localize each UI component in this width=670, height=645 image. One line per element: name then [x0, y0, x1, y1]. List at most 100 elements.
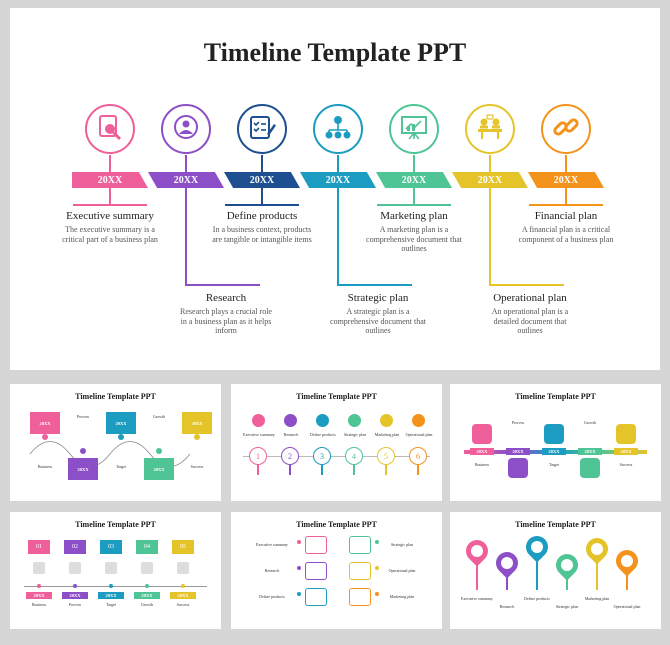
step-pin — [385, 465, 387, 475]
timeline-dot — [375, 566, 379, 570]
year-card — [305, 562, 327, 580]
step-title: Strategic plan — [347, 292, 409, 304]
timeline-dot — [375, 592, 379, 596]
circle-connector — [489, 155, 491, 172]
icon-tile — [616, 424, 636, 444]
year-tag: 20XX — [578, 448, 602, 455]
thumb-label: Operational plan — [613, 604, 641, 609]
checklist-icon — [247, 112, 277, 146]
step-caption: Define products In a business context, pr… — [212, 210, 312, 244]
icon-tile — [580, 458, 600, 478]
year-tag: 20XX — [144, 458, 174, 480]
step-number: 01 — [28, 540, 50, 554]
step-description: The executive summary is a critical part… — [62, 225, 158, 244]
step-circle-3[interactable] — [237, 104, 287, 154]
timeline-dot — [109, 584, 113, 588]
icon-dot — [316, 414, 329, 427]
pin-center — [501, 557, 513, 569]
step-description: A strategic plan is a comprehensive docu… — [330, 307, 426, 335]
circle-connector — [109, 155, 111, 172]
step-number: 02 — [64, 540, 86, 554]
wave-line — [29, 441, 191, 467]
thumb-label: Strategic plan — [555, 604, 579, 609]
thumb-label: Define products — [524, 596, 550, 601]
thumb-label: Executive summary — [243, 432, 275, 437]
step-connector-line — [185, 188, 187, 286]
chain-link-icon — [551, 112, 581, 146]
step-title: Operational plan — [493, 292, 567, 304]
step-circle-1[interactable] — [85, 104, 135, 154]
year-band-2: 20XX — [148, 172, 224, 188]
step-title: Define products — [226, 210, 298, 222]
thumb-label: Marketing plan — [389, 594, 415, 599]
step-number: 1 — [249, 447, 267, 465]
step-description: Research plays a crucial role in a busin… — [180, 307, 272, 335]
icon-dot — [252, 414, 265, 427]
year-tag: 20XX — [30, 412, 60, 434]
step-title: Research — [205, 292, 247, 304]
year-tag: 20XX — [542, 448, 566, 455]
circle-connector — [261, 155, 263, 172]
thumb-label: Success — [190, 464, 204, 469]
pin-center — [621, 555, 633, 567]
year-card — [305, 536, 327, 554]
step-circle-6[interactable] — [465, 104, 515, 154]
icon-dot — [284, 414, 297, 427]
main-slide-preview[interactable]: Timeline Template PPT 20XX Executive summ… — [10, 8, 660, 370]
thumb-label: Growth — [140, 602, 154, 607]
thumb-label: Research — [283, 432, 299, 437]
thumb-label: Growth — [583, 420, 597, 425]
year-tag: 20XX — [26, 592, 52, 599]
step-circle-5[interactable] — [389, 104, 439, 154]
thumb-label: Executive summary — [461, 596, 493, 601]
year-tag: 20XX — [68, 458, 98, 480]
timeline-dot — [37, 584, 41, 588]
step-underline — [225, 204, 299, 206]
step-circle-7[interactable] — [541, 104, 591, 154]
step-pin — [257, 465, 259, 475]
target-person-icon — [171, 112, 201, 146]
pin-center — [561, 559, 573, 571]
timeline-dot — [297, 566, 301, 570]
thumbnail-title: Timeline Template PPT — [515, 392, 596, 401]
timeline-axis — [243, 456, 430, 457]
thumb-label: Growth — [152, 414, 166, 419]
thumbnail-title: Timeline Template PPT — [75, 520, 156, 529]
slide-title: Timeline Template PPT — [203, 38, 467, 67]
timeline-dot — [375, 540, 379, 544]
step-underline — [377, 204, 451, 206]
pin-stem — [596, 562, 598, 590]
timeline-dot — [297, 540, 301, 544]
step-circle-4[interactable] — [313, 104, 363, 154]
step-description: An operational plan is a detailed docume… — [491, 307, 569, 335]
thumbnail-slide-4[interactable]: Timeline Template PPT 01 20XX Business 02 20X… — [10, 512, 221, 629]
timeline-dot — [73, 584, 77, 588]
thumb-label: Business — [31, 602, 47, 607]
thumb-label: Define products — [259, 594, 285, 599]
step-pin — [289, 465, 291, 475]
thumb-label: Executive summary — [256, 542, 288, 547]
step-description: A financial plan is a critical component… — [518, 225, 614, 244]
step-connector-line — [489, 188, 491, 286]
timeline-dot — [80, 448, 86, 454]
pin-stem — [506, 576, 508, 590]
step-pin — [417, 465, 419, 475]
step-description: In a business context, products are tang… — [212, 225, 312, 244]
year-tag: 20XX — [98, 592, 124, 599]
step-number: 2 — [281, 447, 299, 465]
thumb-label: Process — [76, 414, 90, 419]
thumb-label: Success — [619, 462, 633, 467]
year-card — [305, 588, 327, 606]
thumb-label: Success — [176, 602, 190, 607]
step-number: 3 — [313, 447, 331, 465]
step-icon — [69, 562, 81, 574]
step-number: 4 — [345, 447, 363, 465]
step-circle-2[interactable] — [161, 104, 211, 154]
